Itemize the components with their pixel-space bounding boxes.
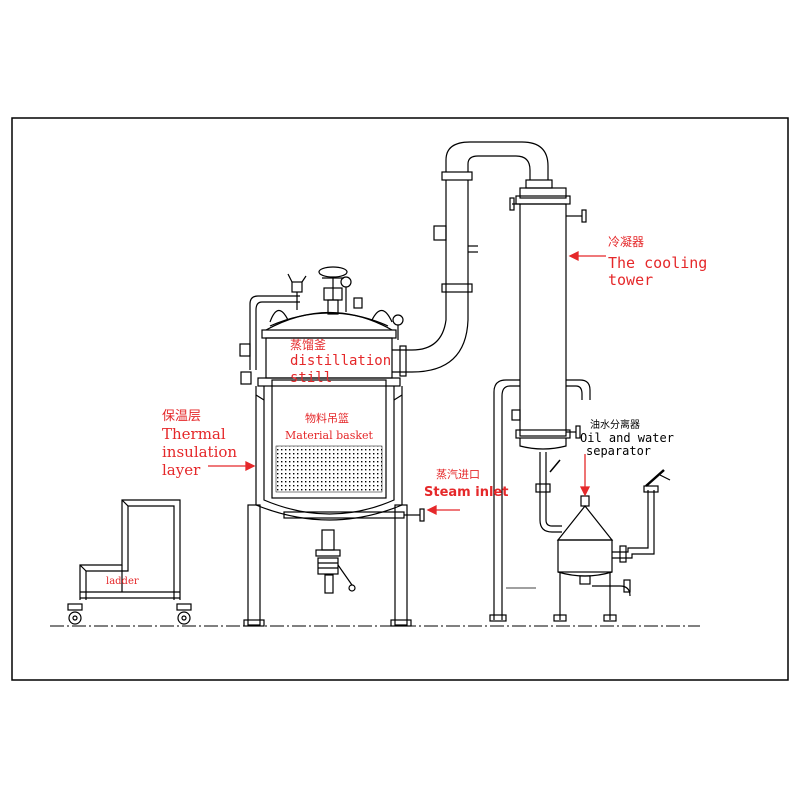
- basket-label-en: Material basket: [285, 429, 374, 442]
- vapor-pipe: [392, 141, 553, 377]
- insulation-label-en-2: insulation: [162, 443, 237, 461]
- separator-label-en-2: separator: [586, 444, 651, 458]
- drawing-frame: [11, 117, 789, 681]
- oil-water-separator: [535, 452, 671, 622]
- distillation-label-cn: 蒸馏釜: [290, 337, 326, 352]
- insulation-label-en-3: layer: [162, 461, 201, 479]
- distillation-still: [239, 266, 425, 627]
- distillation-label-en-2: still: [290, 370, 332, 386]
- cooling-label-en-2: tower: [608, 271, 653, 289]
- cooling-label-cn: 冷凝器: [608, 234, 644, 249]
- distillation-label-en-1: distillation: [290, 353, 391, 369]
- ladder-label: ladder: [106, 576, 139, 587]
- separator-label-en-1: Oil and water: [580, 431, 674, 445]
- insulation-label-en-1: Thermal: [162, 425, 226, 443]
- callout-arrows: [208, 250, 606, 516]
- basket-label-cn: 物料吊篮: [305, 411, 349, 425]
- basket-mesh: [275, 445, 383, 493]
- insulation-label-cn: 保温层: [162, 409, 201, 424]
- cooling-label-en-1: The cooling: [608, 254, 707, 272]
- separator-label-cn: 油水分离器: [590, 418, 640, 431]
- ladder-unit: [67, 499, 192, 625]
- cooling-tower: [489, 187, 591, 622]
- steam-label-en: Steam inlet: [424, 485, 508, 500]
- steam-label-cn: 蒸汽进口: [436, 467, 480, 481]
